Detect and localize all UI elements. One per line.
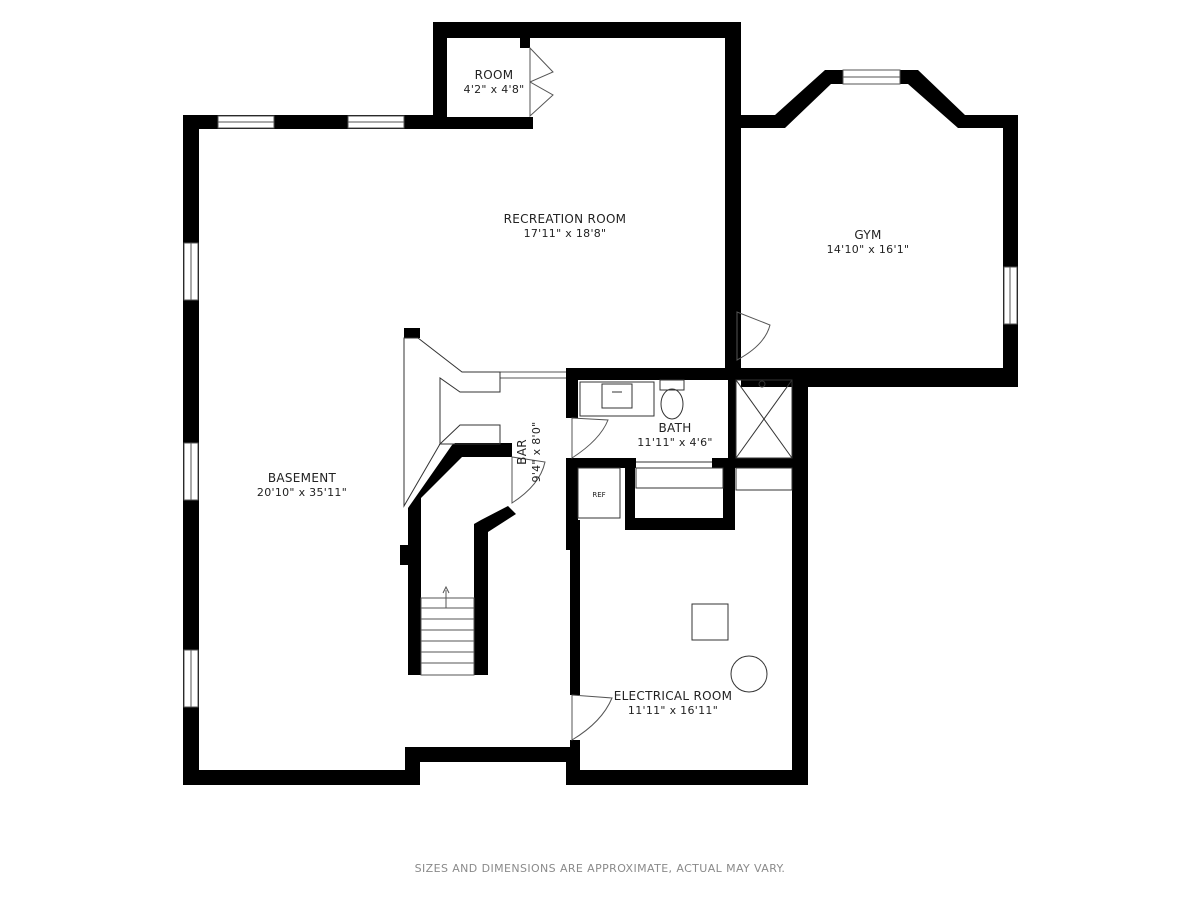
staircase: [420, 585, 475, 676]
shower-icon: [735, 379, 793, 459]
room-labels: ROOM 4'2" x 4'8" RECREATION ROOM 17'11" …: [257, 68, 910, 717]
electrical-equipment: [691, 603, 768, 693]
room-label-basement: BASEMENT 20'10" x 35'11": [257, 471, 347, 499]
room-size: 17'11" x 18'8": [524, 227, 607, 240]
doors: [500, 46, 771, 741]
room-size: 11'11" x 4'6": [637, 436, 713, 449]
room-name: BAR: [515, 439, 529, 465]
room-size: 4'2" x 4'8": [464, 83, 525, 96]
bath-shelf: [635, 461, 793, 491]
room-label-bar: BAR 9'4" x 8'0": [515, 422, 543, 483]
toilet-icon: [659, 379, 685, 420]
room-label-recreation: RECREATION ROOM 17'11" x 18'8": [504, 212, 627, 240]
bar-counter: [403, 337, 501, 508]
room-label-gym: GYM 14'10" x 16'1": [827, 228, 910, 256]
room-name: BASEMENT: [268, 471, 337, 485]
fixtures: REF: [403, 337, 793, 693]
windows: [183, 69, 1018, 708]
sink-icon: [579, 381, 655, 417]
room-name: ROOM: [475, 68, 514, 82]
room-size: 11'11" x 16'11": [628, 704, 718, 717]
room-label-electrical: ELECTRICAL ROOM 11'11" x 16'11": [614, 689, 733, 717]
room-size: 9'4" x 8'0": [530, 422, 543, 483]
room-name: ELECTRICAL ROOM: [614, 689, 733, 703]
disclaimer-note: SIZES AND DIMENSIONS ARE APPROXIMATE, AC…: [415, 862, 786, 875]
walls: [183, 22, 1018, 785]
room-label-bath: BATH 11'11" x 4'6": [637, 421, 713, 449]
room-size: 20'10" x 35'11": [257, 486, 347, 499]
ref-label: REF: [592, 491, 605, 499]
room-name: RECREATION ROOM: [504, 212, 627, 226]
refrigerator-icon: REF: [577, 467, 621, 519]
room-size: 14'10" x 16'1": [827, 243, 910, 256]
room-name: GYM: [854, 228, 881, 242]
room-label-small-room: ROOM 4'2" x 4'8": [464, 68, 525, 96]
room-name: BATH: [658, 421, 691, 435]
